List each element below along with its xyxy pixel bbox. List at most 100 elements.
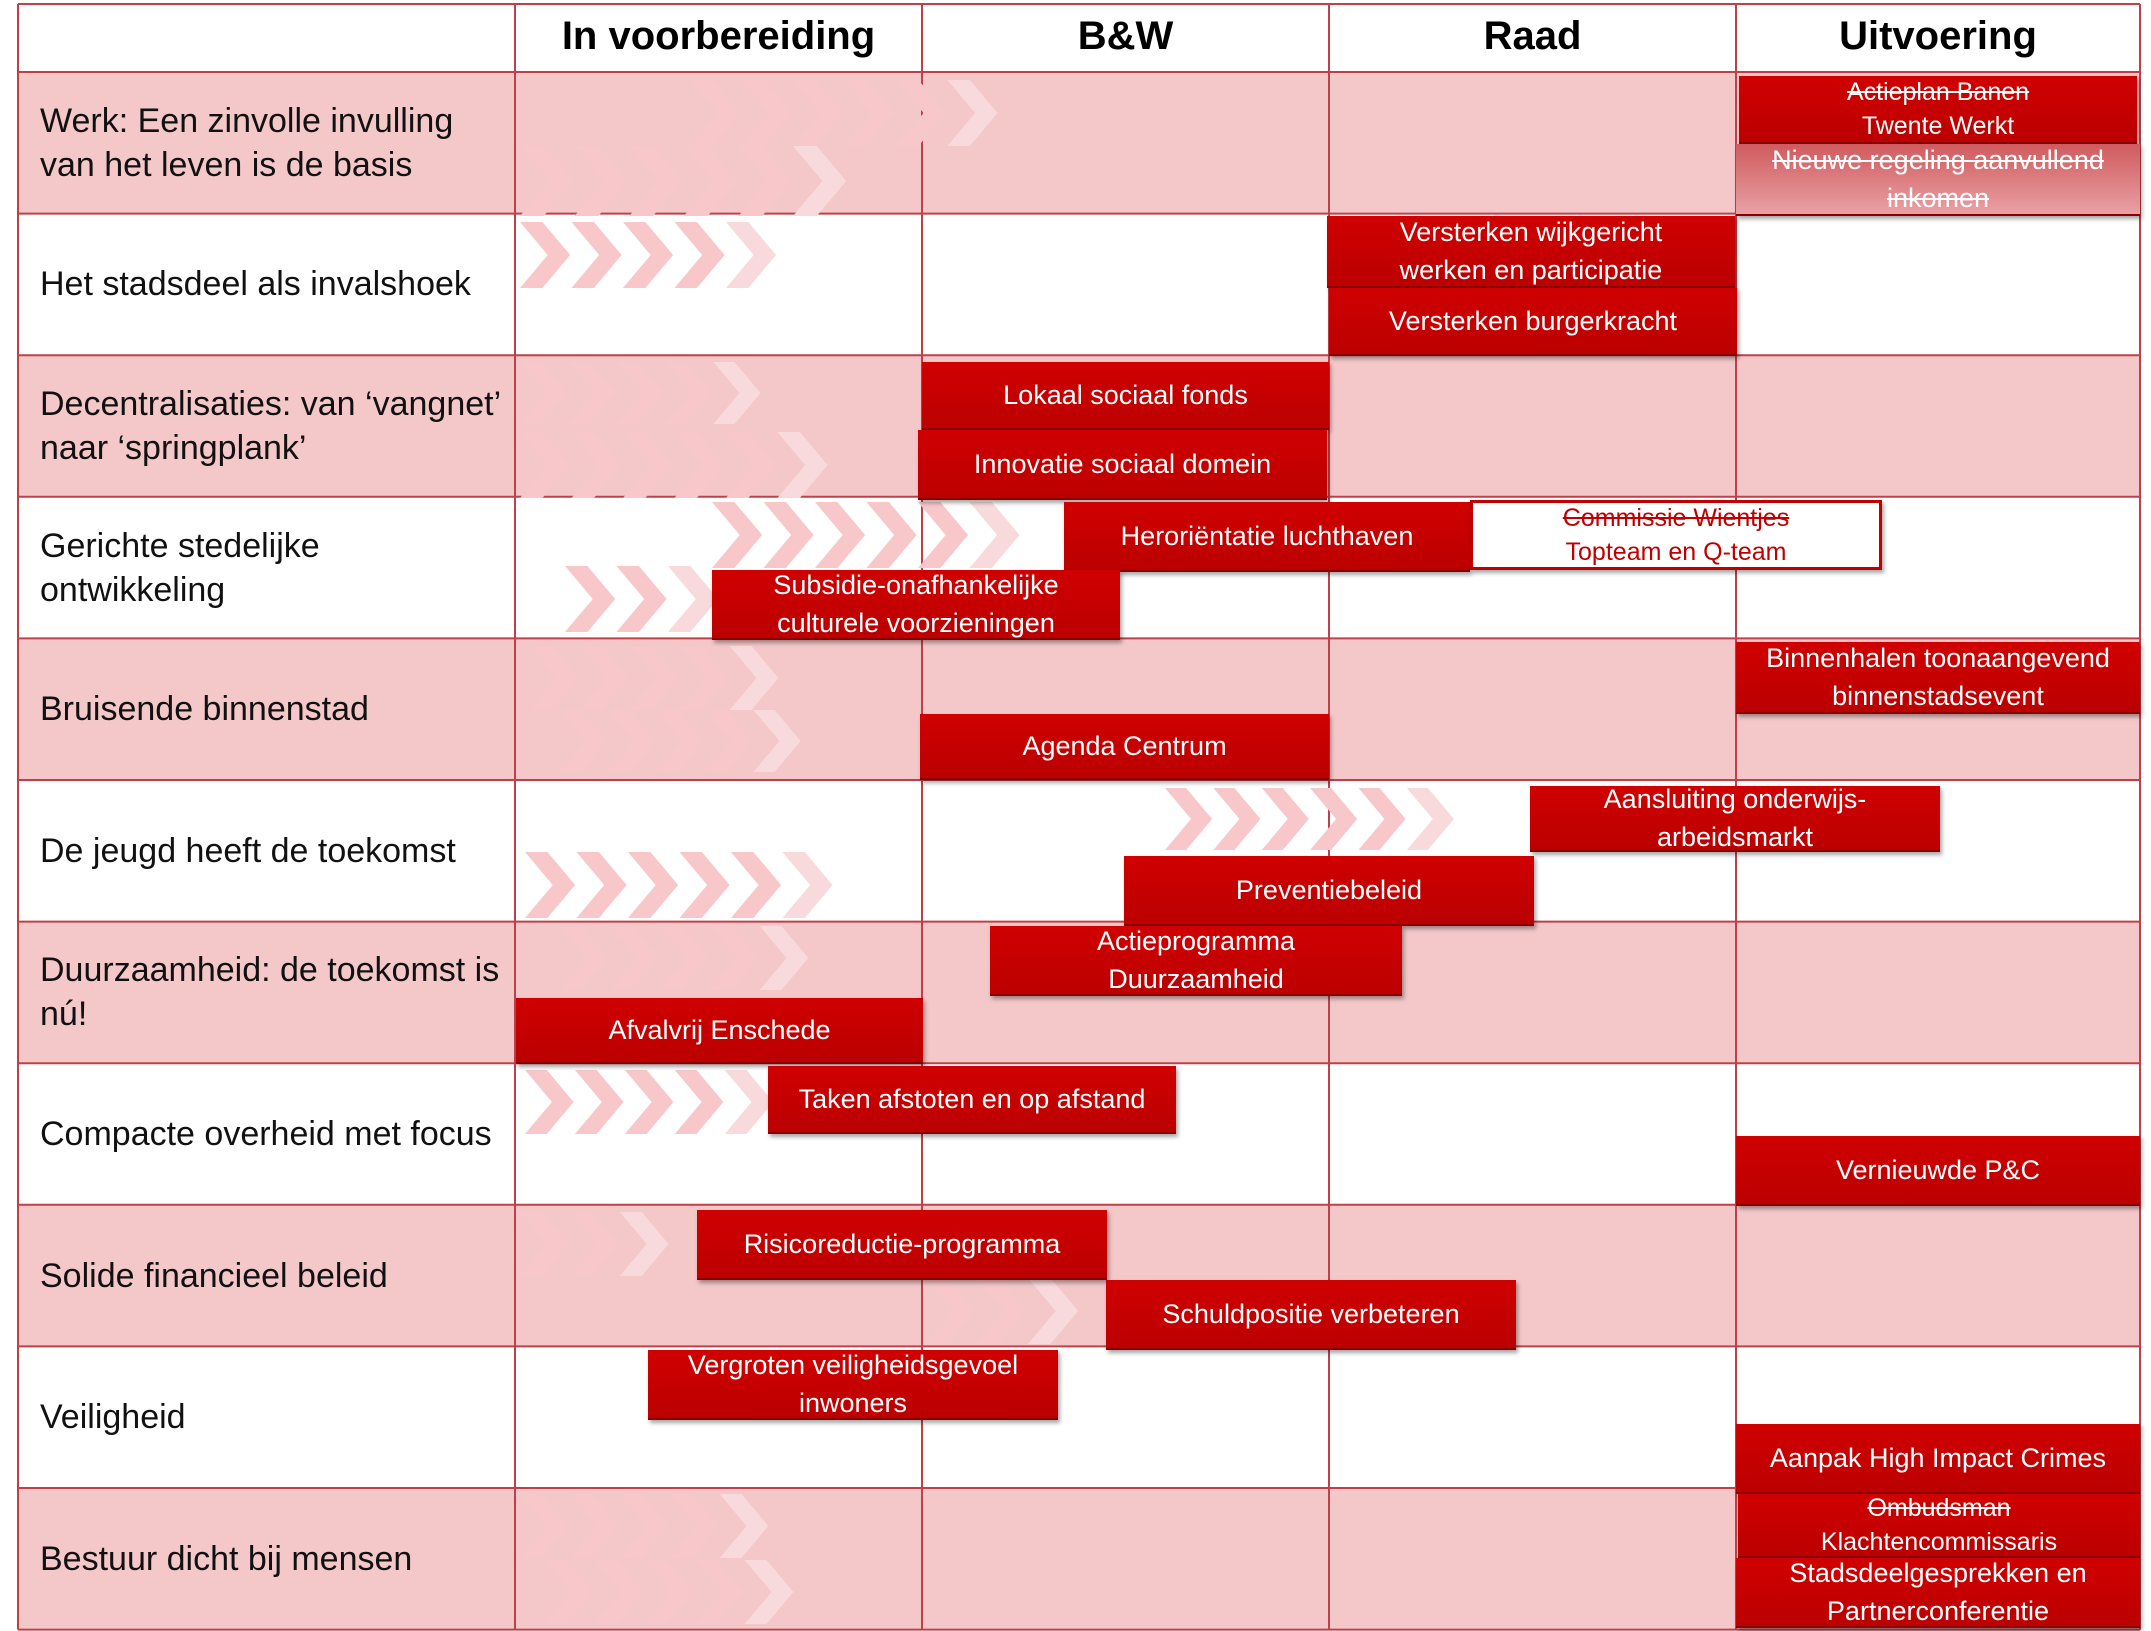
project-box: Aanpak High Impact Crimes <box>1736 1424 2140 1494</box>
chevron-arrow <box>976 1278 1027 1344</box>
chevron-arrow <box>520 1494 569 1558</box>
chevron-arrow <box>725 222 777 288</box>
chevron-arrow <box>674 1070 724 1134</box>
chevron-arrow <box>525 1070 574 1134</box>
row-label: De jeugd heeft de toekomst <box>40 831 456 870</box>
chevron-arrow <box>520 146 574 216</box>
chevron-arrow <box>1261 788 1309 850</box>
project-box: Agenda Centrum <box>920 714 1329 780</box>
chevron-arrow <box>744 1560 794 1624</box>
chevron-arrow <box>917 502 969 568</box>
project-box: Nieuwe regeling aanvullend inkomen <box>1736 144 2140 216</box>
chevron-arrow <box>571 222 622 288</box>
project-box: Vernieuwde P&C <box>1736 1136 2140 1206</box>
project-box-text: binnenstadsevent <box>1832 681 2044 711</box>
chevron-arrow <box>713 362 761 424</box>
project-box-text: Actieprogramma <box>1096 926 1296 956</box>
chevron-arrow <box>1165 788 1213 850</box>
chevron-arrow <box>627 852 679 918</box>
chevron-arrow <box>719 1494 769 1558</box>
chevron-arrow <box>629 146 683 216</box>
chevron-arrow <box>782 852 833 918</box>
chevron-arrow <box>616 362 664 424</box>
project-box-text: Actieplan Banen <box>1846 78 2030 106</box>
chevron-arrow <box>694 1560 744 1624</box>
project-box-text: inkomen <box>1886 183 1990 213</box>
row-label: Veiligheid <box>40 1398 186 1437</box>
chevron-arrow <box>609 926 659 990</box>
row-label: Bruisende binnenstad <box>40 690 369 729</box>
chevron-arrow <box>574 146 628 216</box>
chevron-arrow <box>1310 788 1358 850</box>
chevron-arrow <box>763 502 814 568</box>
project-box-text: Innovatie sociaal domein <box>973 449 1272 479</box>
row-label: Duurzaamheid: de toekomst is nú! <box>40 951 500 1034</box>
project-box-text: Aansluiting onderwijs- <box>1603 784 1867 814</box>
chevron-arrow <box>644 1560 694 1624</box>
chevron-arrow <box>844 80 895 146</box>
chevron-arrow <box>1358 788 1406 850</box>
chevron-arrow <box>594 1560 644 1624</box>
project-box-text: Duurzaamheid <box>1108 964 1284 994</box>
chevron-arrow <box>619 1212 669 1276</box>
project-box-text: Vergroten veiligheidsgevoel <box>687 1350 1019 1380</box>
project-box-text: Versterken burgerkracht <box>1388 306 1678 336</box>
project-box-text: Partnerconferentie <box>1826 1596 2050 1626</box>
chevron-arrow <box>574 1070 624 1134</box>
project-box: Aansluiting onderwijs-arbeidsmarkt <box>1530 784 1940 852</box>
column-header: Uitvoering <box>1839 13 2037 58</box>
row-label: Decentralisaties: van ‘vangnet’ naar ‘sp… <box>40 384 500 467</box>
project-box-text: Klachtencommissaris <box>1820 1528 2058 1556</box>
project-box: Risicoreductie-programma <box>697 1210 1107 1280</box>
chevron-arrow <box>571 432 622 498</box>
project-box-text: Twente Werkt <box>1861 112 2015 140</box>
column-header: B&W <box>1077 13 1174 58</box>
chevron-arrow <box>520 1212 569 1276</box>
chevron-arrow <box>895 80 947 146</box>
chevron-arrow <box>925 1278 976 1344</box>
chevron-arrow <box>866 502 917 568</box>
chevron-arrow <box>624 1070 674 1134</box>
project-box-text: Stadsdeelgesprekken en <box>1789 1558 2087 1588</box>
project-box-text: Lokaal sociaal fonds <box>1003 380 1248 410</box>
chevron-arrow <box>667 566 719 632</box>
chevron-arrow <box>729 646 779 710</box>
chevron-arrow <box>520 432 571 498</box>
chevron-arrow <box>560 710 608 772</box>
chevron-arrow <box>712 502 763 568</box>
project-box: Lokaal sociaal fonds <box>922 362 1329 430</box>
chevron-arrow <box>619 1494 669 1558</box>
chevron-arrow <box>969 502 1020 568</box>
project-box-text: Taken afstoten en op afstand <box>798 1084 1146 1114</box>
project-box-text: culturele voorzieningen <box>777 608 1055 638</box>
project-box-text: werken en participatie <box>1399 255 1663 285</box>
chevron-arrow <box>525 852 576 918</box>
project-box: Schuldpositie verbeteren <box>1106 1280 1516 1350</box>
chevron-arrow <box>560 926 609 990</box>
project-box-text: Commissie Wientjes <box>1562 504 1790 532</box>
chevron-arrow <box>520 362 568 424</box>
project-box-text: Nieuwe regeling aanvullend <box>1772 145 2104 175</box>
chevron-arrow <box>569 1212 619 1276</box>
project-box-text: Preventiebeleid <box>1235 875 1423 905</box>
project-box-text: Topteam en Q-team <box>1565 538 1787 566</box>
project-box: Preventiebeleid <box>1124 856 1534 926</box>
chevron-arrow <box>565 566 616 632</box>
chevron-arrow <box>674 432 725 498</box>
project-box: Heroriëntatie luchthaven <box>1064 502 1470 572</box>
project-box-text: Agenda Centrum <box>1022 731 1227 761</box>
project-box-text: Vernieuwde P&C <box>1835 1155 2041 1185</box>
chevron-arrow <box>530 646 579 710</box>
chevron-arrow <box>814 502 866 568</box>
project-box: Versterken burgerkracht <box>1329 288 1737 356</box>
project-box-text: Ombudsman <box>1867 1494 2011 1522</box>
